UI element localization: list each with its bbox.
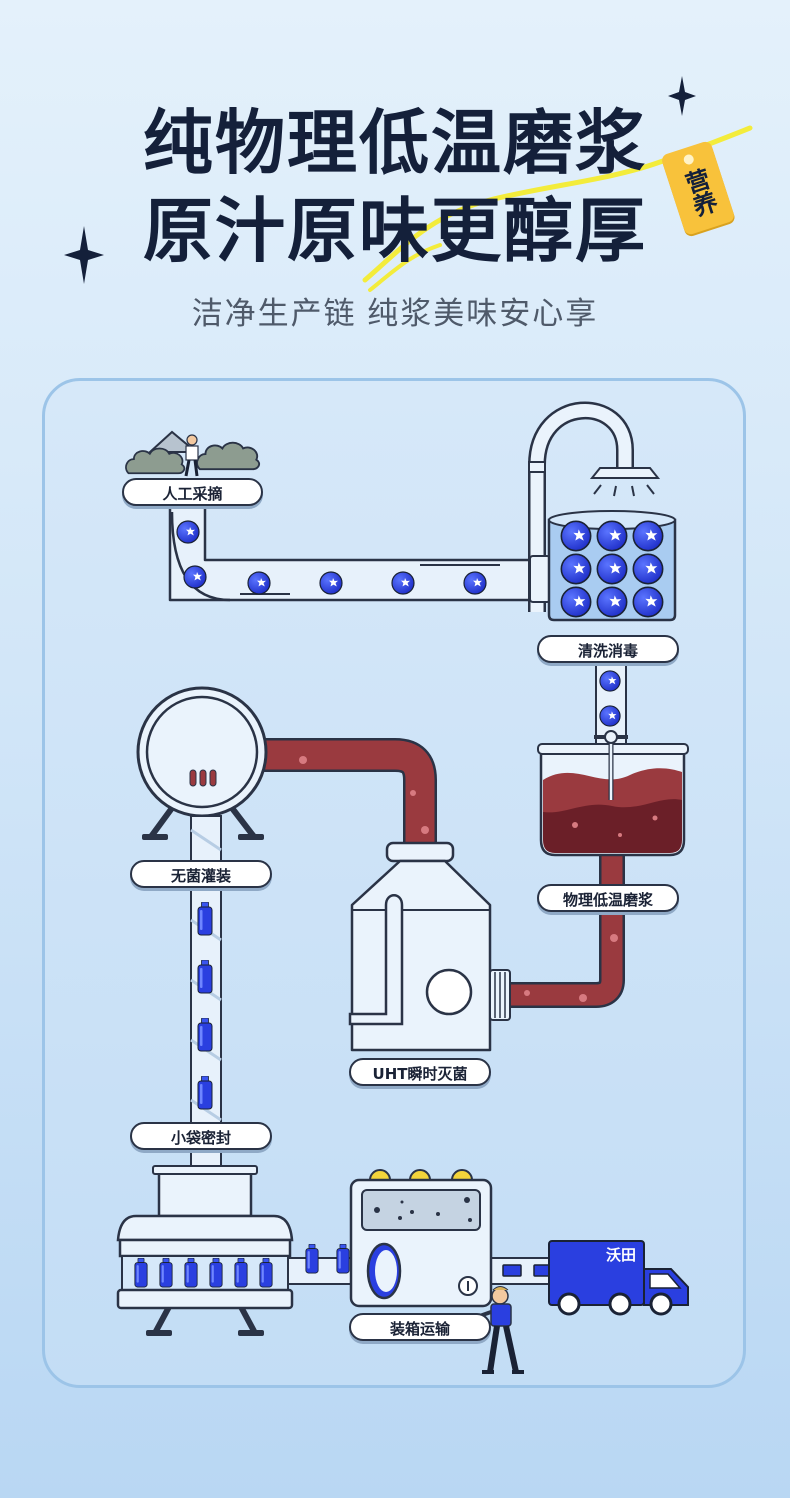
step-label-filling: 无菌灌装	[130, 860, 272, 888]
aseptic-filler	[136, 686, 268, 840]
harvest-scene	[125, 430, 261, 477]
delivery-truck	[548, 1240, 689, 1316]
step-label-grinding: 物理低温磨浆	[537, 884, 679, 912]
step-label-picking: 人工采摘	[122, 478, 263, 506]
step-label-washing: 清洗消毒	[537, 635, 679, 663]
packing-machine	[349, 1169, 493, 1308]
tag-hole	[682, 153, 696, 166]
sparkle-icon	[64, 226, 104, 284]
step-label-sealing: 小袋密封	[130, 1122, 272, 1150]
delivery-worker	[473, 1286, 524, 1374]
page-title-line-2: 原汁原味更醇厚	[143, 190, 647, 272]
faucet	[528, 401, 661, 612]
page-title-line-1: 纯物理低温磨浆	[143, 102, 647, 184]
worker-figure	[184, 434, 199, 477]
truck-brand: 沃田	[605, 1246, 636, 1264]
uht-sterilizer	[348, 841, 511, 1052]
tag-label: 营养	[678, 165, 720, 221]
step-label-uht: UHT瞬时灭菌	[349, 1058, 491, 1086]
sealing-machine	[116, 1165, 294, 1336]
grinding-vessel	[537, 730, 689, 857]
juice-pipes	[260, 738, 625, 1008]
sparkle-icon	[668, 76, 696, 116]
step-label-shipping: 装箱运输	[349, 1313, 491, 1341]
page-subtitle: 洁净生产链 纯浆美味安心享	[191, 296, 599, 331]
washing-tank	[529, 510, 677, 622]
